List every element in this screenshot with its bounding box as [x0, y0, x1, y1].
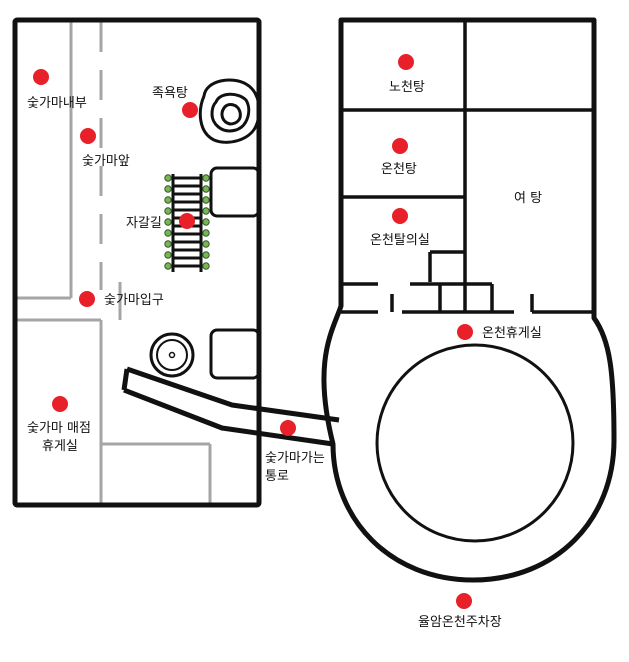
label-outdoor-bath: 노천탕 — [389, 80, 425, 95]
gravel-path-ladder — [164, 174, 210, 272]
shrub-dot — [164, 218, 172, 226]
shrub-dot — [164, 240, 172, 248]
label-hot-spring-lounge: 온천휴게실 — [482, 326, 542, 341]
marker-suthouse-entrance[interactable] — [79, 291, 95, 307]
label-suthouse-store-lounge-line2: 휴게실 — [42, 439, 78, 454]
label-suthouse-inside: 숯가마내부 — [27, 96, 87, 111]
marker-foot-bath[interactable] — [182, 102, 198, 118]
shrub-dot — [202, 240, 210, 248]
shrub-dot — [202, 174, 210, 182]
label-suthouse-entrance: 숯가마입구 — [104, 293, 164, 308]
marker-parking-lot[interactable] — [456, 593, 472, 609]
shrub-dot — [164, 185, 172, 193]
shrub-dot — [164, 251, 172, 259]
marker-hot-spring-lounge[interactable] — [457, 324, 473, 340]
shrub-dot — [164, 207, 172, 215]
shrub-dot — [202, 218, 210, 226]
shrub-dot — [202, 251, 210, 259]
shrub-dot — [164, 262, 172, 270]
label-suthouse-front: 숯가마앞 — [82, 154, 130, 169]
labels: 숯가마내부 숯가마앞 족욕탕 자갈길 숯가마입구 숯가마 매점 휴게실 숯가마가… — [27, 80, 542, 630]
label-passage-line2: 통로 — [265, 469, 289, 484]
markers — [33, 54, 473, 609]
label-gravel-path: 자갈길 — [126, 216, 162, 231]
shrub-dot — [202, 196, 210, 204]
marker-passage[interactable] — [280, 420, 296, 436]
label-foot-bath: 족욕탕 — [152, 86, 188, 101]
label-passage-line1: 숯가마가는 — [265, 451, 325, 466]
bench-box — [209, 328, 261, 380]
marker-outdoor-bath[interactable] — [398, 54, 414, 70]
marker-gravel-path[interactable] — [179, 213, 195, 229]
label-womens-bath: 여 탕 — [514, 191, 542, 206]
central-circle — [375, 343, 575, 543]
shrub-dot — [164, 229, 172, 237]
kiln-circle — [149, 332, 195, 378]
foot-bath-shape — [198, 78, 261, 144]
shrub-dot — [164, 174, 172, 182]
marker-hot-spring-changing-room[interactable] — [392, 208, 408, 224]
right-building — [321, 17, 617, 583]
marker-suthouse-inside[interactable] — [33, 69, 49, 85]
label-suthouse-store-lounge-line1: 숯가마 매점 — [27, 421, 91, 436]
marker-suthouse-store-lounge[interactable] — [52, 396, 68, 412]
label-parking-lot: 율암온천주차장 — [418, 615, 502, 630]
passage-corridor — [121, 366, 340, 447]
shrub-dot — [202, 262, 210, 270]
label-hot-spring-bath: 온천탕 — [381, 162, 417, 177]
shrub-dot — [164, 196, 172, 204]
label-hot-spring-changing-room: 온천탈의실 — [370, 233, 430, 248]
suthouse-outer-wall — [12, 17, 262, 508]
bench-box — [209, 166, 261, 218]
shrub-dot — [202, 229, 210, 237]
shrub-dot — [202, 185, 210, 193]
left-building — [12, 17, 262, 508]
marker-hot-spring-bath[interactable] — [392, 138, 408, 154]
shrub-dot — [202, 207, 210, 215]
marker-suthouse-front[interactable] — [80, 128, 96, 144]
